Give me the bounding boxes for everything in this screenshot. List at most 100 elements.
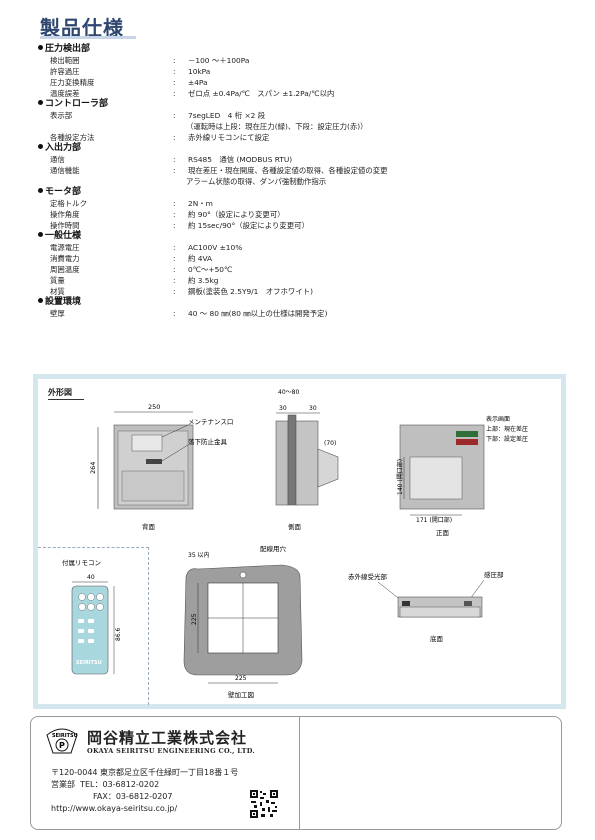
footer-divider [299, 717, 300, 829]
spec-label: 消費電力 [50, 254, 80, 263]
company-contact: 〒120-0044 東京都足立区千住緑町一丁目18番１号 営業部 TEL：03-… [51, 767, 238, 815]
company-url[interactable]: http://www.okaya-seiritsu.co.jp/ [51, 804, 178, 813]
spec-label: 各種設定方法 [50, 133, 95, 142]
spec-colon: : [173, 243, 176, 252]
spec-colon: : [173, 309, 176, 318]
spec-value: 7segLED 4 桁 ×2 段 [188, 111, 266, 120]
drawing-svg: 250 264 メンテナンス口 落下防止金具 背面 40～80 30 30 (7… [62, 389, 528, 699]
display-upper [456, 431, 478, 437]
spec-section-heading: 設置環境 [38, 297, 578, 308]
spec-colon: : [173, 276, 176, 285]
spec-label: 圧力変換精度 [50, 78, 95, 87]
spec-label: 操作時間 [50, 221, 80, 230]
front-dim-open-w: 171 (開口部) [416, 516, 452, 524]
fall-prevention-bracket [146, 459, 162, 464]
spec-value: 鋼板(塗装色 2.5Y9/1 オフホワイト) [188, 287, 313, 296]
spec-label: 周囲温度 [50, 265, 80, 274]
spec-row: 圧力変換精度: ±4Pa [38, 77, 578, 88]
spec-value: ±4Pa [188, 78, 208, 87]
spec-value: 約 4VA [188, 254, 213, 263]
spec-section-title: 入出力部 [45, 143, 82, 153]
spec-row: 通信機能:現在差圧・現在開度、各種設定値の取得、各種設定値の変更 [38, 165, 578, 176]
wall-caption: 壁加工図 [228, 690, 254, 699]
wall-dim-h: 225 [191, 613, 198, 625]
spec-section-title: モータ部 [45, 187, 82, 197]
company-logo: SEIRITSU P [46, 728, 78, 754]
back-label-maintenance: メンテナンス口 [188, 418, 233, 426]
spec-value: －100 ～＋100Pa [188, 56, 250, 65]
spec-row: 温度誤差:ゼロ点 ±0.4Pa/℃ スパン ±1.2Pa/℃以内 [38, 88, 578, 99]
back-caption: 背面 [142, 522, 156, 531]
company-tel: TEL：03-6812-0202 [80, 780, 160, 789]
remote-frame [38, 547, 149, 705]
spec-label: 表示部 [50, 111, 73, 120]
qr-code-icon [249, 789, 279, 819]
maintenance-port [131, 434, 163, 452]
spec-row: 定格トルク: 2N・m [38, 198, 578, 209]
spec-row: 各種設定方法:赤外線リモコンにて設定 [38, 132, 578, 143]
bottom-label-sensor: 感圧部 [484, 570, 504, 579]
front-opening [409, 456, 463, 500]
logo-text: SEIRITSU [52, 733, 78, 739]
spec-value: 40 ～ 80 ㎜(80 ㎜以上の仕様は開発予定) [188, 309, 328, 318]
company-fax: FAX：03-6812-0207 [93, 792, 173, 801]
back-label-bracket: 落下防止金具 [188, 437, 228, 446]
spec-label: 電源電圧 [50, 243, 80, 252]
spec-row: 通信:RS485 通信 (MODBUS RTU) [38, 154, 578, 165]
spec-colon: : [173, 111, 176, 120]
spec-value: 約 90°（設定により変更可） [188, 210, 285, 219]
spec-colon: : [173, 199, 176, 208]
spec-colon: : [173, 67, 176, 76]
spec-value: 現在差圧・現在開度、各種設定値の取得、各種設定値の変更 [188, 166, 388, 175]
bottom-label-ir: 赤外線受光部 [348, 572, 388, 581]
wall-cutout-view: 35 以内 配線用穴 225 225 壁加工図 [183, 544, 303, 699]
bullet-icon [38, 232, 43, 237]
company-name-en: OKAYA SEIRITSU ENGINEERING CO., LTD. [87, 747, 256, 755]
company-name-jp: 岡谷精立工業株式会社 [87, 729, 248, 747]
spec-colon: : [173, 287, 176, 296]
spec-label: 材質 [50, 287, 65, 296]
spec-row: 材質: 鋼板(塗装色 2.5Y9/1 オフホワイト) [38, 286, 578, 297]
front-caption: 正面 [436, 529, 450, 537]
spec-section-title: 設置環境 [45, 297, 82, 307]
side-wall-section [287, 414, 297, 506]
spec-value: アラーム状態の取得、ダンパ強制動作指示 [186, 177, 327, 186]
front-dim-open-h: 140 (開口部) [396, 459, 404, 495]
spec-section-heading: 入出力部 [38, 143, 578, 154]
spec-section-title: 圧力検出部 [45, 44, 91, 54]
bullet-icon [38, 100, 43, 105]
spec-row: 許容過圧:10kPa [38, 66, 578, 77]
spec-label: 通信機能 [50, 166, 80, 175]
spec-row: 操作時間:約 15sec/90°（設定により変更可） [38, 220, 578, 231]
spec-colon: : [173, 254, 176, 263]
spec-value: 2N・m [188, 199, 213, 208]
spec-value: 0℃～+50℃ [188, 265, 233, 274]
spec-row: 操作角度:約 90°（設定により変更可） [38, 209, 578, 220]
spec-row: アラーム状態の取得、ダンパ強制動作指示 [38, 176, 578, 187]
side-dim-wall: 40～80 [278, 389, 299, 396]
spec-row: 周囲温度:0℃～+50℃ [38, 264, 578, 275]
spec-label: 壁厚 [50, 309, 65, 318]
bullet-icon [38, 188, 43, 193]
side-dim-a: 30 [279, 405, 287, 412]
side-caption: 側面 [288, 523, 302, 531]
spec-value: ゼロ点 ±0.4Pa/℃ スパン ±1.2Pa/℃以内 [188, 89, 335, 98]
company-address: 〒120-0044 東京都足立区千住緑町一丁目18番１号 [51, 768, 239, 777]
spec-label: 定格トルク [50, 199, 87, 208]
spec-value: RS485 通信 (MODBUS RTU) [188, 155, 293, 164]
back-damper [121, 470, 185, 502]
spec-section-heading: モータ部 [38, 187, 578, 198]
remote-dim-h: 86.6 [115, 627, 122, 641]
remote-dim-w: 40 [87, 574, 95, 581]
front-label-display: 表示画面 [486, 415, 510, 423]
spec-colon: : [173, 78, 176, 87]
spec-label: 質量 [50, 276, 65, 285]
spec-label: 検出範囲 [50, 56, 80, 65]
spec-value: 赤外線リモコンにて設定 [188, 133, 270, 142]
front-label-upper: 上部：現在差圧 [486, 425, 528, 433]
spec-colon: : [173, 155, 176, 164]
spec-section-heading: 一般仕様 [38, 231, 578, 242]
spec-colon: : [173, 89, 176, 98]
spec-value: 10kPa [188, 67, 211, 76]
